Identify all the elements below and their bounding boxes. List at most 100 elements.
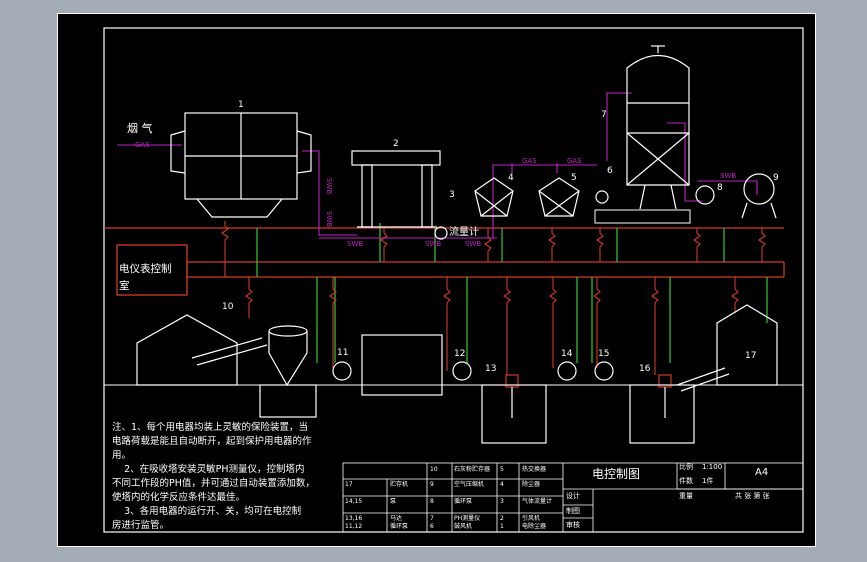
swb-label-vert-2: SWB xyxy=(325,211,333,227)
control-room-label-1: 电仪表控制 xyxy=(119,262,172,275)
equipment-number-11: 11 xyxy=(337,348,348,358)
equipment-number-16: 16 xyxy=(639,364,651,374)
equipment-number-5: 5 xyxy=(571,173,577,183)
inner-frame xyxy=(103,27,804,533)
equipment-7-absorption-tower xyxy=(626,45,690,210)
note-line: 房进行监管。 xyxy=(112,520,170,531)
note-line: 电路荷载是能且自动断开，起到保护用电器的作 xyxy=(112,436,312,447)
design-label: 设计 xyxy=(566,492,580,500)
equipment-14-pump xyxy=(557,361,577,381)
qty-value: 1件 xyxy=(702,477,714,485)
equipment-17-storage xyxy=(676,304,778,392)
part-name: 循环泵 xyxy=(454,498,473,505)
drawing-sheet: 电仪表控制 室 xyxy=(57,13,816,547)
gas-label-1: GAS xyxy=(522,157,537,165)
part-name: 泵 xyxy=(390,498,397,505)
paper-size: A4 xyxy=(755,467,769,478)
equipment-15-pump xyxy=(594,361,614,381)
parts-table-grid xyxy=(342,462,804,533)
part-name: 石灰粉贮存器 xyxy=(454,466,491,473)
equipment-5-exchanger xyxy=(538,177,580,217)
flue-gas-label: 烟 气 xyxy=(127,121,153,135)
swb-label-vert-1: SWB xyxy=(325,178,333,194)
gas-label-flue: GAS xyxy=(135,141,150,149)
control-room-box xyxy=(116,244,188,296)
equipment-4-collector xyxy=(474,177,514,217)
equipment-number-3: 3 xyxy=(449,190,455,200)
part-no: 7 xyxy=(430,515,434,522)
part-no: 6 xyxy=(430,523,434,530)
drawing-title: 电控制图 xyxy=(592,467,641,481)
part-name: 气体流量计 xyxy=(522,498,553,505)
control-room-label-2: 室 xyxy=(119,279,130,292)
gas-label-2: GAS xyxy=(567,157,582,165)
power-bus xyxy=(104,227,785,278)
equipment-8-pump xyxy=(695,185,715,205)
part-no: 3 xyxy=(500,498,504,505)
equipment-6-blower xyxy=(595,190,609,204)
part-name: 循环泵 xyxy=(390,523,409,530)
equipment-11-pump xyxy=(332,361,352,381)
equipment-number-6: 6 xyxy=(607,166,613,176)
scale-label: 比例 xyxy=(679,463,693,471)
part-name: 引风机 xyxy=(522,515,541,522)
note-line: 使塔内的化学反应条件达最佳。 xyxy=(112,492,246,503)
equipment-number-4: 4 xyxy=(508,173,514,183)
part-no: 4 xyxy=(500,481,504,488)
equipment-number-1: 1 xyxy=(238,100,244,110)
equipment-number-17: 17 xyxy=(745,351,756,361)
equipment-9-compressor xyxy=(741,173,777,219)
part-no: 8 xyxy=(430,498,434,505)
review-label: 审核 xyxy=(566,521,580,529)
part-name: 除尘器 xyxy=(522,481,541,488)
equipment-2-fan-frame xyxy=(351,150,441,228)
outer-frame xyxy=(57,13,816,547)
part-no: 5 xyxy=(500,466,504,473)
qty-label: 件数 xyxy=(679,477,693,485)
signal-lines xyxy=(256,223,768,363)
tower-base xyxy=(594,209,691,224)
flowmeter-label: 流量计 xyxy=(449,225,479,238)
part-no: 11,12 xyxy=(345,523,363,530)
reaction-tank xyxy=(361,334,443,396)
sheet-count: 共 张 第 张 xyxy=(735,492,770,500)
equipment-number-15: 15 xyxy=(598,349,609,359)
swb-label-bottom-2: SWB xyxy=(425,240,441,248)
equipment-number-14: 14 xyxy=(561,349,573,359)
swb-label-bottom-3: SWB xyxy=(465,240,481,248)
part-name: 电除尘器 xyxy=(522,523,547,530)
part-name: 空气压缩机 xyxy=(454,481,485,488)
note-line: 2、在吸收塔安装灵敏PH测量仪，控制塔内 xyxy=(112,464,305,475)
note-line: 不同工作段的PH值，并可通过自动装置添加数， xyxy=(112,478,315,489)
part-no: 1 xyxy=(500,523,504,530)
part-no: 2 xyxy=(500,515,504,522)
breaker-lines xyxy=(221,221,766,375)
swb-label-top: SWB xyxy=(720,172,736,180)
part-name: 热交换器 xyxy=(522,466,547,473)
part-name: 贮存机 xyxy=(390,481,409,488)
drawing-label: 制图 xyxy=(566,507,580,515)
equipment-number-9: 9 xyxy=(773,173,779,183)
part-no: 17 xyxy=(345,481,353,488)
schematic-canvas: 电仪表控制 室 xyxy=(57,13,816,547)
equipment-number-8: 8 xyxy=(717,183,723,193)
equipment-number-2: 2 xyxy=(393,139,399,149)
part-name: 鼓风机 xyxy=(454,523,473,530)
equipment-1-precipitator xyxy=(170,112,312,218)
equipment-number-10: 10 xyxy=(222,302,234,312)
equipment-12-pump xyxy=(452,361,472,381)
part-no: 9 xyxy=(430,481,434,488)
equipment-number-12: 12 xyxy=(454,349,465,359)
part-no: 14,15 xyxy=(345,498,363,505)
note-line: 注、1、每个用电器均装上灵敏的保险装置，当 xyxy=(112,422,309,433)
part-no: 13,16 xyxy=(345,515,363,522)
part-name: 马达 xyxy=(390,515,403,522)
equipment-number-7: 7 xyxy=(601,110,607,120)
note-line: 用。 xyxy=(112,450,132,461)
scale-value: 1:100 xyxy=(702,463,723,471)
swb-label-bottom-1: SWB xyxy=(347,240,363,248)
equipment-10-lime-silo xyxy=(136,314,317,418)
equipment-number-13: 13 xyxy=(485,364,496,374)
weight-label: 重量 xyxy=(679,492,693,500)
equipment-3-flowmeter xyxy=(434,226,448,240)
